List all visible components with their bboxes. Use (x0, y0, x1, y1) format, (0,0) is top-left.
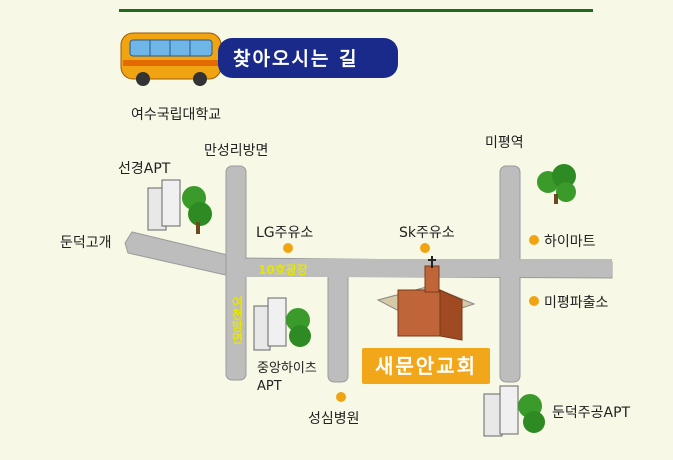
label-jungang-heights: 중앙하이츠 APT (257, 361, 317, 394)
apartment-icon-jungang (253, 297, 311, 351)
label-mipyeong-station: 미평역 (485, 135, 524, 151)
label-seongyeong-apt: 선경APT (118, 161, 171, 177)
label-yeocheon-direction: 여천방면 (230, 296, 244, 344)
label-university: 여수국립대학교 (131, 107, 222, 123)
title-banner (218, 38, 398, 78)
church-label: 새문안교회 (362, 348, 490, 384)
marker-police-box (529, 296, 539, 306)
road-seongsim (327, 271, 349, 383)
marker-sk-gas (420, 243, 430, 253)
label-dundeok-jugong: 둔덕주공APT (552, 405, 631, 421)
label-seongsim-hospital: 성심병원 (308, 411, 360, 427)
label-sk-gas: Sk주유소 (399, 225, 455, 241)
apartment-icon-seongyeong (147, 179, 212, 234)
tree-icon-mipyeong (537, 164, 576, 204)
label-himart: 하이마트 (544, 234, 596, 250)
label-road-10-square: 10호광장 (258, 263, 308, 277)
top-divider-line (119, 9, 593, 12)
marker-seongsim-hospital (336, 392, 346, 402)
label-police-box: 미평파출소 (544, 295, 609, 311)
marker-himart (529, 235, 539, 245)
marker-lg-gas (283, 243, 293, 253)
bus-icon (120, 32, 222, 86)
label-dundeok-pass: 둔덕고개 (60, 235, 112, 251)
label-lg-gas: LG주유소 (256, 225, 314, 241)
apartment-icon-dundeok (483, 385, 545, 437)
church-building-icon (376, 256, 476, 341)
label-manseongri: 만성리방면 (204, 143, 269, 159)
page-title: 찾아오시는 길 (233, 48, 359, 70)
